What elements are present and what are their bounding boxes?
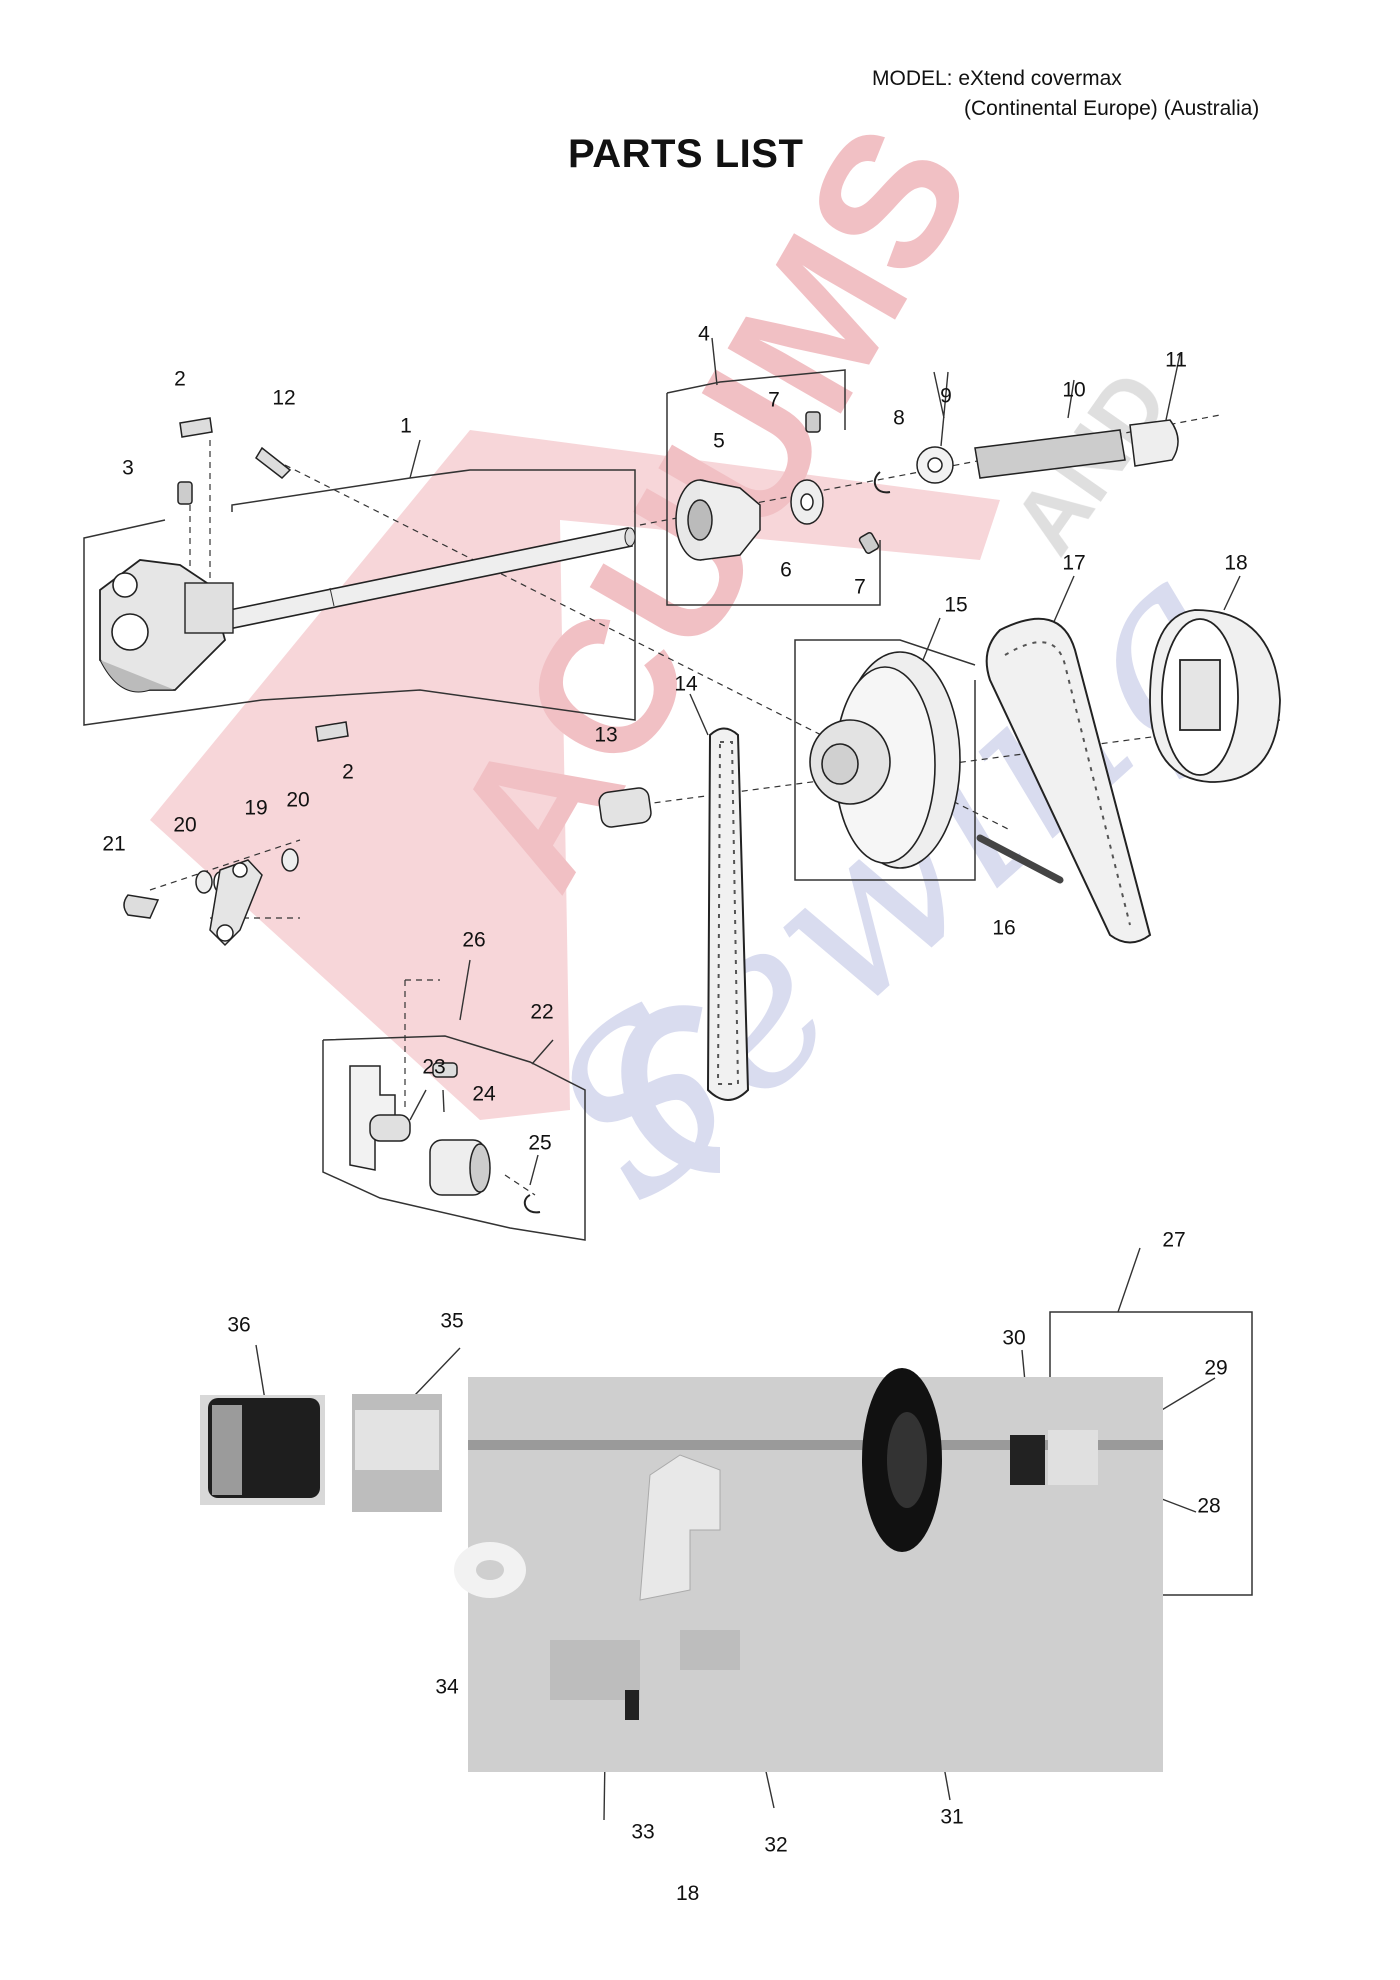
part-number-23: 23: [422, 1055, 446, 1079]
part-number-20-right: 20: [286, 788, 310, 812]
part-number-10: 10: [1062, 378, 1086, 402]
part-number-28: 28: [1197, 1494, 1221, 1518]
part-number-20-left: 20: [173, 813, 197, 837]
part-number-7: 7: [768, 388, 780, 412]
small-parts: [123, 411, 1179, 1214]
part-number-17: 17: [1062, 551, 1086, 575]
part-number-3: 3: [122, 456, 134, 480]
part-number-24: 24: [472, 1082, 496, 1106]
part-number-1: 1: [400, 414, 412, 438]
part-number-25: 25: [528, 1131, 552, 1155]
part-number-30: 30: [1002, 1326, 1026, 1350]
part-number-27: 27: [1162, 1228, 1186, 1252]
part-number-32: 32: [764, 1833, 788, 1857]
pulley: [809, 651, 961, 869]
part-number-11: 11: [1165, 348, 1187, 372]
part-number-9: 9: [940, 384, 952, 408]
part-number-26: 26: [462, 928, 486, 952]
part-number-2: 2: [174, 367, 186, 391]
main-shaft: [99, 527, 636, 693]
page-title: PARTS LIST: [568, 132, 804, 176]
part-number-7-lower: 7: [854, 575, 866, 599]
part-number-15: 15: [944, 593, 968, 617]
part-number-33: 33: [631, 1820, 655, 1844]
part-number-18: 18: [1224, 551, 1248, 575]
part-number-2-lower: 2: [342, 760, 354, 784]
part-number-16: 16: [992, 916, 1016, 940]
part-number-36: 36: [227, 1313, 251, 1337]
part-number-6: 6: [780, 558, 792, 582]
part-number-22: 22: [530, 1000, 554, 1024]
part-number-35: 35: [440, 1309, 464, 1333]
part-number-19: 19: [244, 796, 268, 820]
photo-section: [200, 1368, 1163, 1772]
belts: [706, 617, 1152, 1101]
part-number-14: 14: [674, 672, 698, 696]
part-number-29: 29: [1204, 1356, 1228, 1380]
pulley-cover: [1149, 609, 1281, 783]
part-number-4: 4: [698, 322, 710, 346]
part-number-31: 31: [940, 1805, 964, 1829]
model-line-1: MODEL: eXtend covermax: [872, 67, 1122, 90]
part-number-13: 13: [594, 723, 618, 747]
page-number: 18: [676, 1882, 700, 1905]
part-number-34: 34: [435, 1675, 459, 1699]
model-info: MODEL: eXtend covermax (Continental Euro…: [872, 64, 1259, 124]
part-number-21: 21: [102, 832, 126, 856]
part-number-5: 5: [713, 429, 725, 453]
part-number-8: 8: [893, 406, 905, 430]
part-number-12: 12: [272, 386, 296, 410]
model-line-2: (Continental Europe) (Australia): [964, 97, 1260, 120]
